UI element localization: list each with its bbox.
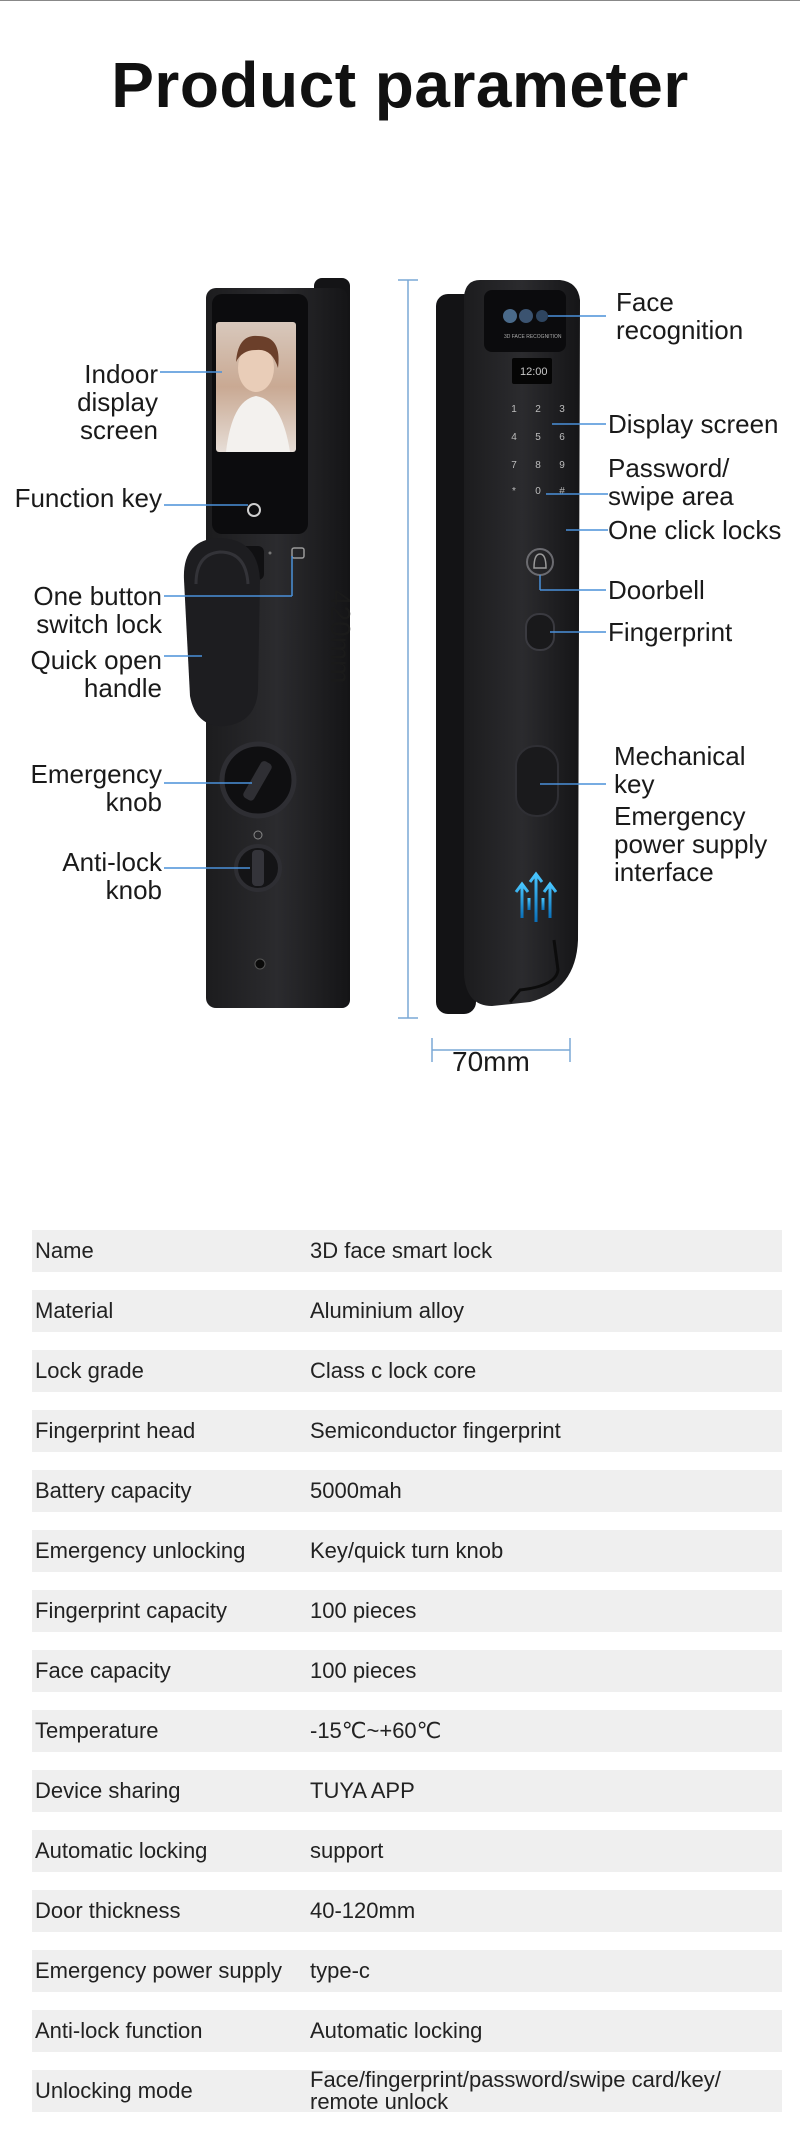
spec-value: Class c lock core [310,1358,477,1383]
function-key-icon [247,503,261,517]
spec-value: Face/fingerprint/password/swipe card/key… [310,2067,721,2114]
label-display-screen: Display screen [608,409,779,439]
spec-value: 3D face smart lock [310,1238,493,1263]
spec-value: 100 pieces [310,1598,417,1623]
spec-key: Name [35,1238,94,1263]
label-password-swipe-area: Password/ swipe area [608,453,734,511]
spec-value: 40-120mm [310,1898,416,1923]
spec-key: Battery capacity [35,1478,192,1503]
switch-lock-icon [291,547,305,559]
spec-row: Lock grade Class c lock core [32,1350,782,1392]
spec-value: TUYA APP [310,1778,415,1803]
face-module-text: 3D FACE RECOGNITION [504,334,562,340]
fingerprint-sensor [525,613,555,651]
outdoor-lock: 3D FACE RECOGNITION 12:00 1 2 3 4 5 6 7 8 9 * 0 # [436,280,580,1014]
keypad-key: 7 [511,460,517,471]
spec-row: Unlocking mode Face/fingerprint/password/… [32,2067,782,2114]
spec-value: Automatic locking [310,2018,483,2043]
keypad-key: 3 [559,404,565,415]
top-rule [0,0,800,1]
keypad-key: 8 [535,460,541,471]
spec-key: Device sharing [35,1778,181,1803]
spec-row: Emergency unlocking Key/quick turn knob [32,1530,782,1572]
spec-row: Face capacity 100 pieces [32,1650,782,1692]
spec-key: Door thickness [35,1898,181,1923]
lock-illustration: 3D FACE RECOGNITION 12:00 1 2 3 4 5 6 7 8 9 * 0 # [160,278,608,1062]
height-dimension-label: 420mm [325,590,356,684]
spec-value: -15℃~+60℃ [310,1718,442,1743]
spec-key: Emergency unlocking [35,1538,246,1563]
spec-key: Face capacity [35,1658,171,1683]
width-dimension-label: 70mm [452,1046,530,1077]
spec-row: Name 3D face smart lock [32,1230,782,1272]
label-indoor-display-screen: Indoor display screen [77,359,158,445]
spec-key: Unlocking mode [35,2078,193,2103]
page-title: Product parameter [111,49,689,121]
keypad-key: 6 [559,432,565,443]
spec-key: Material [35,1298,114,1323]
label-emergency-knob: Emergency knob [30,759,163,817]
keypad-key: 0 [535,486,541,497]
spec-key: Anti-lock function [35,2018,203,2043]
keypad-key: 9 [559,460,565,471]
label-doorbell: Doorbell [608,575,705,605]
spec-key: Fingerprint head [35,1418,196,1443]
spec-row: Emergency power supply type-c [32,1950,782,1992]
label-fingerprint: Fingerprint [608,617,733,647]
spec-row: Device sharing TUYA APP [32,1770,782,1812]
keypad: 1 2 3 4 5 6 7 8 9 * 0 # [511,404,565,497]
keypad-key: * [512,486,516,497]
spec-row: Door thickness 40-120mm [32,1890,782,1932]
spec-value: 100 pieces [310,1658,417,1683]
keypad-key: # [559,486,565,497]
label-one-button-switch-lock: One button switch lock [33,581,162,639]
label-emergency-power-supply: Emergency power supply interface [614,801,768,887]
spec-value: support [310,1838,384,1863]
spec-key: Temperature [35,1718,159,1743]
quick-open-handle [183,538,260,727]
spec-row: Automatic locking support [32,1830,782,1872]
spec-row: Fingerprint capacity 100 pieces [32,1590,782,1632]
spec-value: Aluminium alloy [310,1298,465,1323]
spec-row: Temperature -15℃~+60℃ [32,1710,782,1752]
spec-value: type-c [310,1958,370,1983]
outdoor-display-screen [512,358,552,384]
label-one-click-locks: One click locks [608,515,782,545]
spec-value: 5000mah [310,1478,402,1503]
spec-row: Material Aluminium alloy [32,1290,782,1332]
label-anti-lock-knob: Anti-lock knob [62,847,162,905]
spec-value: Key/quick turn knob [310,1538,504,1563]
keypad-key: 2 [535,404,541,415]
spec-value: Semiconductor fingerprint [310,1418,561,1443]
keypad-key: 1 [511,404,517,415]
spec-row: Anti-lock function Automatic locking [32,2010,782,2052]
keypad-key: 4 [511,432,517,443]
spec-key: Emergency power supply [35,1958,283,1983]
label-quick-open-handle: Quick open handle [30,645,162,703]
mechanical-key-cover [515,745,559,817]
product-diagram: 3D FACE RECOGNITION 12:00 1 2 3 4 5 6 7 8 9 * 0 # [0,250,800,1100]
spec-row: Battery capacity 5000mah [32,1470,782,1512]
label-function-key: Function key [14,483,162,513]
keypad-key: 5 [535,432,541,443]
screen-time: 12:00 [520,366,548,378]
emergency-power-indicator [514,871,558,922]
label-mechanical-key: Mechanical key [614,741,746,799]
indoor-lock [183,278,350,1008]
spec-key: Fingerprint capacity [35,1598,227,1623]
spec-key: Automatic locking [35,1838,208,1863]
label-face-recognition: Face recognition [616,287,744,345]
spec-key: Lock grade [35,1358,144,1383]
right-leader-lines [539,315,608,785]
spec-row: Fingerprint head Semiconductor fingerprin… [32,1410,782,1452]
left-leader-lines [160,371,293,869]
